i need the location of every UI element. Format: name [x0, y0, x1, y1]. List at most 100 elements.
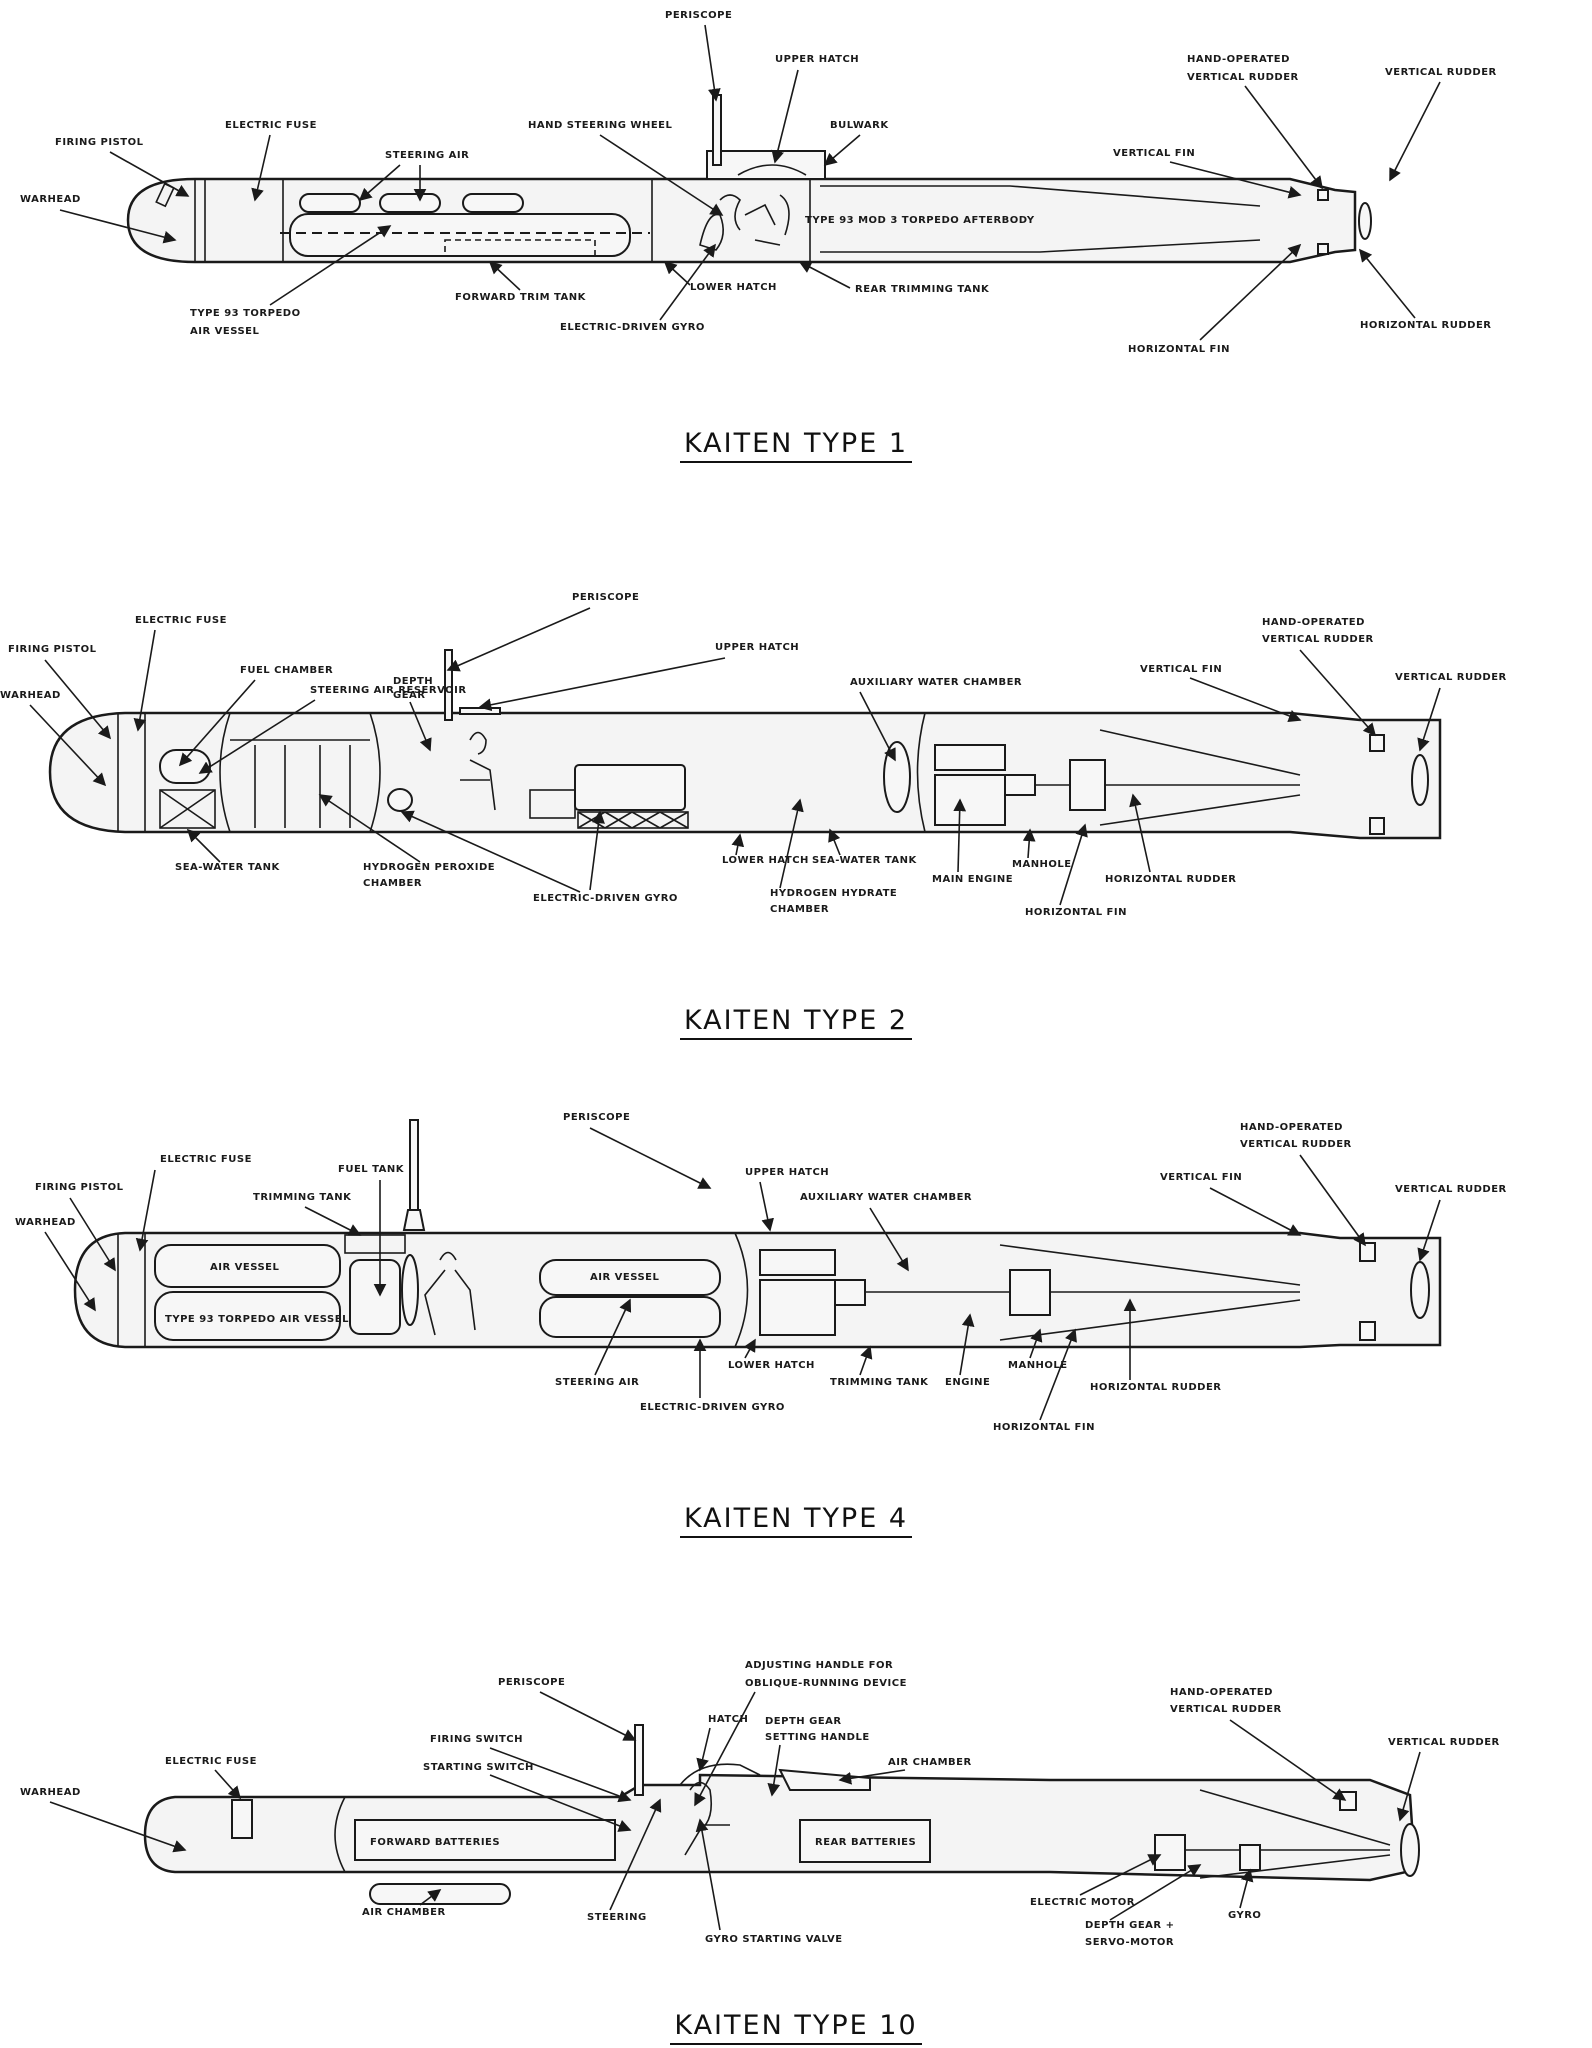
label-electric-fuse: Electric Fuse: [160, 1154, 252, 1165]
leader-line: [828, 828, 841, 856]
gearbox: [1069, 759, 1106, 811]
leader-line: [488, 260, 521, 291]
leader-line: [859, 691, 896, 762]
leader-line: [663, 260, 691, 286]
tail-cone: [1199, 1789, 1391, 1879]
leader-line: [186, 828, 221, 863]
label-hand-steering-wheel: Hand Steering Wheel: [528, 120, 672, 131]
leader-line: [767, 1744, 781, 1797]
leader-line: [489, 1747, 632, 1803]
label-gyro-starting-valve: Gyro Starting Valve: [705, 1934, 843, 1945]
leader-line: [318, 794, 421, 863]
afterbody-lower: [820, 239, 1261, 253]
title-kaiten-type-1: KAITEN TYPE 1: [0, 428, 1592, 463]
leader-line: [589, 1127, 712, 1189]
propeller: [1410, 1261, 1430, 1319]
periscope-mast: [634, 1724, 644, 1796]
engine-upper: [759, 1249, 836, 1276]
label-hydrate-line-1: Hydrogen Hydrate: [770, 888, 897, 899]
electric-fuse-part: [231, 1799, 253, 1839]
label-rear-batteries: REAR BATTERIES: [815, 1837, 916, 1848]
steering-air-bottle: [401, 1254, 419, 1326]
sea-water-tank-fwd: [159, 789, 216, 829]
leader-line: [798, 261, 851, 289]
leader-line: [594, 1298, 632, 1376]
label-main-engine: Main Engine: [932, 874, 1013, 885]
type-4-cutaway: AIR VESSEL TYPE 93 TORPEDO AIR VESSEL AI…: [15, 1112, 1506, 1433]
label-auxiliary-water-chamber: Auxiliary Water Chamber: [800, 1192, 972, 1203]
leader-line: [1239, 1868, 1254, 1909]
leader-line: [859, 1345, 873, 1376]
label-hand-rudder-line-1: Hand-Operated: [1240, 1122, 1343, 1133]
tail-cone: [1099, 729, 1301, 826]
leader-line: [1244, 85, 1323, 190]
hull: [73, 1231, 1442, 1349]
leader-line: [599, 134, 724, 216]
diagram-kaiten-type-1: Periscope Upper Hatch Hand Steering Whee…: [0, 0, 1592, 390]
leader-line: [49, 1801, 187, 1853]
leader-line: [779, 798, 804, 889]
hull: [48, 711, 1442, 840]
main-engine: [934, 774, 1006, 826]
warhead-bulkhead: [334, 1796, 346, 1873]
label-adjusting-line-1: Adjusting Handle for: [745, 1660, 893, 1671]
leader-line: [953, 798, 967, 873]
label-vertical-rudder: Vertical Rudder: [1395, 672, 1507, 683]
label-periscope: Periscope: [572, 592, 639, 603]
leader-line: [1059, 823, 1088, 906]
label-depth-gear-line-1: Depth: [393, 676, 433, 687]
leader-line: [419, 1889, 442, 1906]
leader-line: [1299, 1154, 1366, 1247]
label-forward-batteries: FORWARD BATTERIES: [370, 1837, 500, 1848]
label-periscope: Periscope: [498, 1677, 565, 1688]
type-93-air-vessel: [154, 1291, 341, 1341]
peroxide-chamber: [219, 712, 381, 833]
label-rear-trimming-tank: Rear Trimming Tank: [855, 284, 990, 295]
fuel-chamber: [159, 749, 211, 784]
label-electric-motor: Electric Motor: [1030, 1897, 1135, 1908]
label-steering-air: Steering Air: [385, 150, 469, 161]
leader-line: [1079, 1854, 1162, 1896]
steering-air-bottle: [299, 193, 361, 213]
leader-line: [489, 1774, 632, 1832]
label-vertical-fin: Vertical Fin: [1160, 1172, 1242, 1183]
label-horizontal-rudder: Horizontal Rudder: [1090, 1382, 1222, 1393]
label-vertical-rudder: Vertical Rudder: [1388, 1737, 1500, 1748]
periscope-base: [402, 1209, 426, 1231]
leader-line: [743, 1338, 756, 1359]
leader-line: [609, 1798, 662, 1911]
auxiliary-water-chamber: [883, 741, 911, 813]
label-depth-gear-line-2: Gear: [393, 690, 425, 701]
aft-air-vessel-upper: [539, 1259, 721, 1296]
label-hand-rudder-line-1: Hand-Operated: [1170, 1687, 1273, 1698]
leader-line: [1189, 677, 1302, 722]
label-type93-air-vessel: TYPE 93 TORPEDO AIR VESSEL: [165, 1314, 349, 1325]
leader-line: [659, 243, 716, 321]
label-engine: Engine: [945, 1377, 990, 1388]
upper-hatch-part: [737, 164, 807, 176]
leader-line: [539, 1691, 637, 1741]
tail-cone: [999, 1244, 1301, 1341]
electric-motor: [1154, 1834, 1186, 1871]
leader-line: [304, 1206, 362, 1236]
label-depth-gear-line-2: Setting Handle: [765, 1732, 870, 1743]
leader-line: [59, 209, 177, 244]
label-hydrate-line-2: Chamber: [770, 904, 829, 915]
bulkhead: [734, 1232, 749, 1348]
label-hatch: Hatch: [708, 1714, 748, 1725]
label-auxiliary-water-chamber: Auxiliary Water Chamber: [850, 677, 1022, 688]
label-horizontal-fin: Horizontal Fin: [993, 1422, 1095, 1433]
label-fuel-chamber: Fuel Chamber: [240, 665, 333, 676]
upper-hatch-part: [459, 707, 501, 715]
label-trimming-tank-aft: Trimming Tank: [830, 1377, 929, 1388]
diagram-kaiten-type-10: FORWARD BATTERIES REAR BATTERIES Perisco…: [0, 1620, 1592, 1960]
leader-line: [1129, 793, 1151, 873]
propeller: [1358, 202, 1372, 240]
label-lower-hatch: Lower Hatch: [728, 1360, 815, 1371]
label-fuel-tank: Fuel Tank: [338, 1164, 405, 1175]
leader-line: [1022, 828, 1036, 859]
label-periscope: Periscope: [665, 10, 732, 21]
label-hand-rudder-line-2: Vertical Rudder: [1262, 634, 1374, 645]
leader-line: [269, 225, 392, 306]
leader-line: [1209, 1187, 1302, 1236]
